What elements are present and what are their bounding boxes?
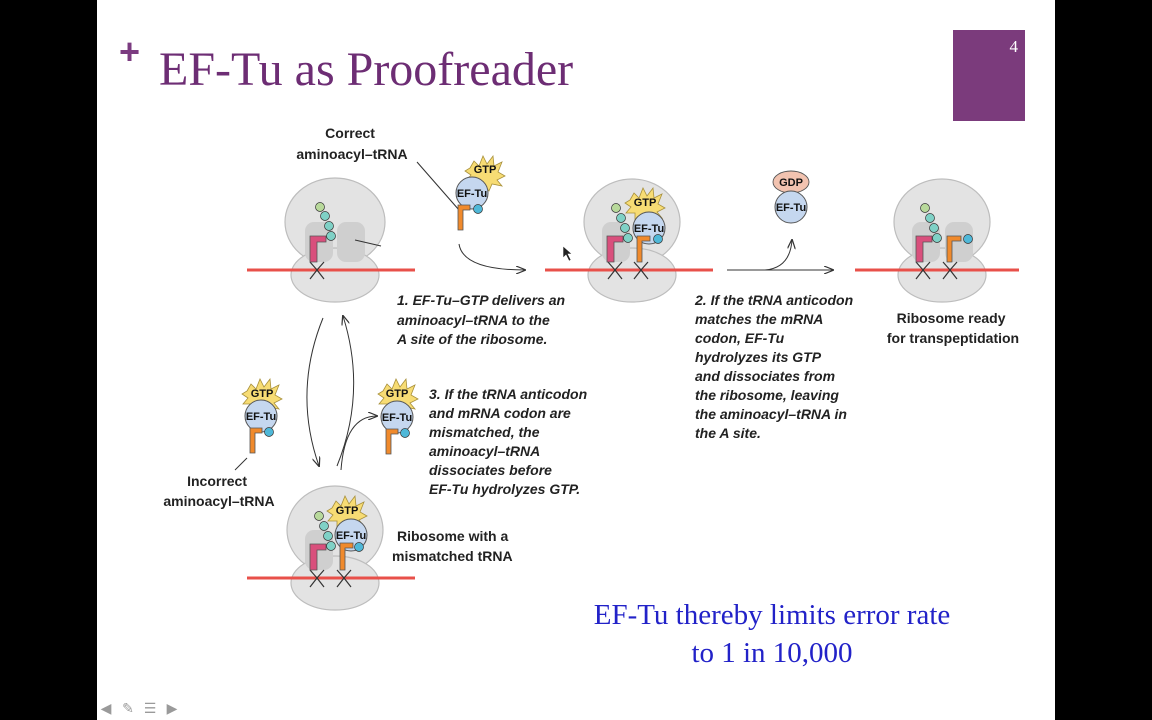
conclusion-line2: to 1 in 10,000 [691,637,853,669]
pencil-icon[interactable]: ✎ [122,701,134,717]
cycle-arrow-up [336,316,355,467]
ribosome-empty-a-site [247,177,415,303]
mouse-cursor-icon [562,245,573,262]
arrow-right-icon[interactable]: ▶ [166,701,178,717]
step3-arrow [340,416,377,471]
svg-text:GTP: GTP [336,505,359,517]
svg-text:GTP: GTP [251,388,274,400]
svg-text:GDP: GDP [779,177,803,189]
correct-trna-label: Correct aminoacyl–tRNA [296,125,407,162]
incorrect-trna-label: Incorrect aminoacyl–tRNA [163,473,274,509]
svg-text:GTP: GTP [474,164,497,176]
ribosome-ready [855,178,1019,303]
step1-arrow [458,243,525,270]
eftu-gtp-complex-incorrect: GTP EF-Tu [241,377,283,454]
gdp-release-arrow [764,240,792,271]
step3-text: 3. If the tRNA anticodon and mRNA codon … [429,386,591,497]
ribosome-eftu-bound: GTP EF-Tu [545,178,713,303]
mismatched-ribosome-label: Ribosome with a mismatched tRNA [392,528,513,564]
page-number: 4 [1009,37,1019,56]
slideshow-nav: ◀ ✎ ☰ ▶ [98,700,188,720]
svg-text:EF-Tu: EF-Tu [457,188,487,200]
title-bullet: + [119,31,141,72]
svg-text:EF-Tu: EF-Tu [776,202,806,214]
svg-text:EF-Tu: EF-Tu [336,530,366,542]
svg-text:GTP: GTP [634,197,657,209]
svg-text:GTP: GTP [386,388,409,400]
arrow-left-icon[interactable]: ◀ [100,701,112,717]
step2-text: 2. If the tRNA anticodon matches the mRN… [694,292,857,441]
incorrect-trna-pointer [234,457,248,471]
cycle-arrow-down [306,317,324,466]
conclusion-line1: EF-Tu thereby limits error rate [593,599,951,631]
step1-text: 1. EF-Tu–GTP delivers an aminoacyl–tRNA … [396,292,569,347]
ribosome-ready-label: Ribosome ready for transpeptidation [887,310,1019,346]
slide-title: EF-Tu as Proofreader [159,43,574,96]
page-number-box: 4 [953,30,1025,121]
eftu-gtp-complex-correct: GTP EF-Tu [455,154,506,231]
ribosome-mismatched: GTP EF-Tu [247,485,415,611]
ef-tu-proofreading-diagram: Correct aminoacyl–tRNA GTP EF-Tu 1. EF-T… [163,125,1019,611]
svg-text:EF-Tu: EF-Tu [634,223,664,235]
menu-icon[interactable]: ☰ [143,701,157,717]
slide: + EF-Tu as Proofreader 4 Co [97,0,1055,720]
eftu-gtp-complex-dissociated: GTP EF-Tu [377,377,419,455]
svg-text:EF-Tu: EF-Tu [246,411,276,423]
conclusion-text: EF-Tu thereby limits error rate to 1 in … [537,596,1007,672]
svg-text:EF-Tu: EF-Tu [382,412,412,424]
eftu-gdp-released: GDP EF-Tu [772,170,810,224]
correct-trna-pointer [416,161,460,211]
